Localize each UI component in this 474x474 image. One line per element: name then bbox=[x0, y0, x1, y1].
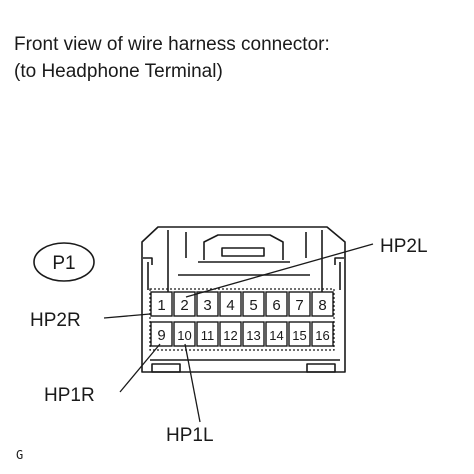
pin-cell bbox=[242, 321, 265, 347]
pin-cell bbox=[173, 291, 196, 317]
pin-cell bbox=[311, 291, 334, 317]
pin-cell bbox=[265, 321, 288, 347]
pin-number: 15 bbox=[292, 328, 306, 343]
pin-number: 7 bbox=[295, 297, 303, 314]
caption-line-2: (to Headphone Terminal) bbox=[14, 61, 223, 82]
pin-number: 6 bbox=[272, 297, 280, 314]
pin-cell bbox=[173, 321, 196, 347]
callout-leader-lines bbox=[103, 243, 374, 423]
caption-line-1: Front view of wire harness connector: bbox=[14, 34, 330, 55]
pin-cell bbox=[219, 291, 242, 317]
connector-housing bbox=[141, 226, 346, 373]
pin-number: 5 bbox=[249, 297, 257, 314]
callout-hp2l: HP2L bbox=[380, 236, 428, 257]
connector-id-ellipse bbox=[33, 242, 95, 282]
pin-number: 12 bbox=[223, 328, 237, 343]
pin-number: 4 bbox=[226, 297, 234, 314]
terminal-cavity-frame bbox=[149, 288, 335, 351]
figure-code: G bbox=[16, 448, 24, 462]
callout-hp1r: HP1R bbox=[44, 385, 95, 406]
callout-hp1l: HP1L bbox=[166, 425, 214, 446]
pin-number: 11 bbox=[201, 328, 215, 343]
pin-cell bbox=[150, 321, 173, 347]
pin-cell bbox=[196, 291, 219, 317]
pin-cell bbox=[265, 291, 288, 317]
pin-cell bbox=[242, 291, 265, 317]
pin-number: 2 bbox=[180, 297, 188, 314]
pin-number: 14 bbox=[269, 328, 283, 343]
callout-hp2r: HP2R bbox=[30, 310, 81, 331]
pin-number: 8 bbox=[318, 297, 326, 314]
pin-number: 3 bbox=[203, 297, 211, 314]
pin-cell bbox=[150, 291, 173, 317]
pin-cell bbox=[196, 321, 219, 347]
connector-id-label: P1 bbox=[52, 253, 75, 274]
pin-number: 9 bbox=[157, 327, 165, 344]
pin-cell bbox=[219, 321, 242, 347]
pin-number: 1 bbox=[157, 297, 165, 314]
pin-number: 13 bbox=[246, 328, 260, 343]
pin-number: 16 bbox=[315, 328, 329, 343]
pin-number: 10 bbox=[177, 328, 191, 343]
pin-cell bbox=[288, 321, 311, 347]
pin-cell bbox=[288, 291, 311, 317]
pin-cell bbox=[311, 321, 334, 347]
